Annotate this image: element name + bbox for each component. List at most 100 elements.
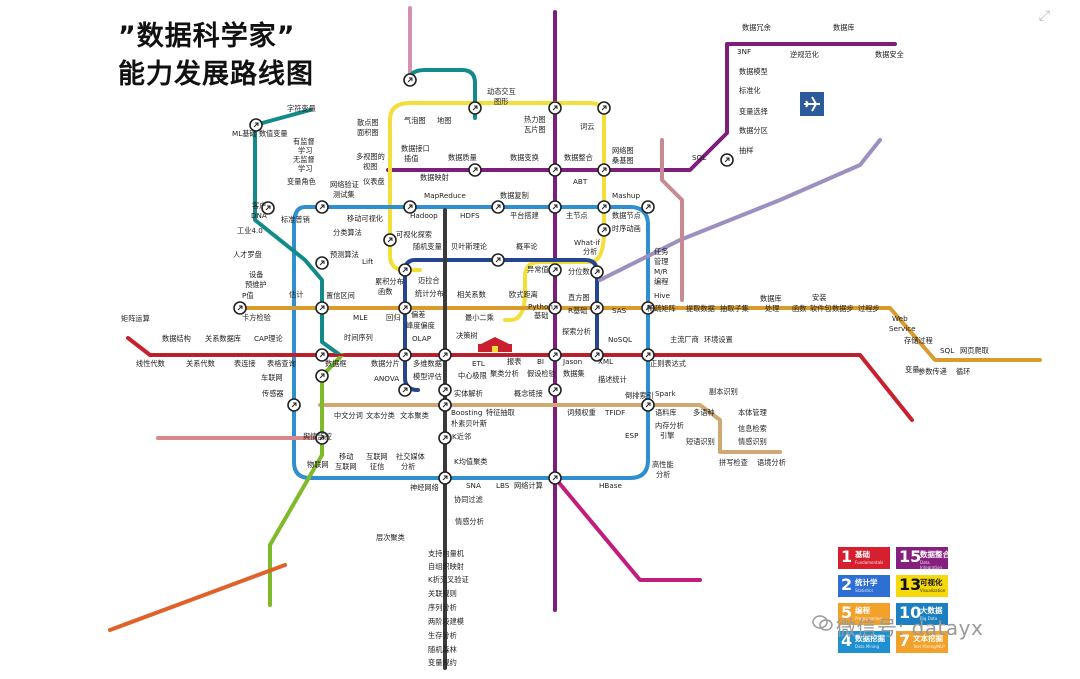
station-label: 散点图 (357, 118, 379, 127)
station-label: 分析 (656, 470, 670, 479)
station-label: 协同过滤 (454, 495, 483, 504)
station-label: 车联网 (261, 373, 283, 382)
interchange-arrow-icon (237, 305, 243, 311)
legend-number: 4 (841, 631, 853, 650)
station-label: 副本识别 (709, 387, 738, 396)
interchange-arrow-icon (442, 387, 448, 393)
station-label: 短语识别 (686, 437, 715, 446)
legend-label: 编程 (855, 606, 870, 615)
station-label: HBase (599, 481, 622, 490)
interchange-arrow-icon (291, 402, 297, 408)
station-label: 语境分析 (757, 458, 786, 467)
legend-number: 7 (899, 631, 911, 650)
station-label: 数据变换 (510, 153, 539, 162)
legend-sublabel: Statistics (855, 588, 874, 593)
station-label: 数据框 (325, 359, 347, 368)
station-label: 描述统计 (598, 375, 627, 384)
station-label: 过程步 (858, 304, 880, 313)
line-data-mining (292, 205, 650, 480)
station-label: 报表 (507, 357, 521, 366)
station-label: NoSQL (608, 335, 632, 344)
station-label: 朴素贝叶斯 (451, 419, 487, 428)
station-label: CAP理论 (254, 334, 283, 343)
legend-label: 文本挖掘 (913, 634, 943, 643)
station-label: 内存分析 (655, 421, 684, 430)
station-label: 文本分类 (366, 411, 395, 420)
station-label: 分析 (401, 462, 415, 471)
station-label: 表连接 (234, 359, 256, 368)
station-label: 安装 (812, 293, 826, 302)
interchange-arrow-icon (645, 402, 651, 408)
station-label: 变量规约 (428, 658, 457, 667)
station-label: 函数 (378, 287, 392, 296)
station-label: 数据冗余 (742, 23, 772, 32)
station-label: 两阶段建模 (428, 617, 464, 626)
station-label: 异常值 (527, 265, 549, 274)
legend-number: 13 (899, 575, 922, 594)
station-label: 软件包 (810, 304, 832, 313)
interchange-arrow-icon (552, 267, 558, 273)
legend-label: 数据整合 (920, 550, 950, 559)
station-label: XML (598, 357, 613, 366)
legend-sublabel: Text Mining/NLP (913, 644, 945, 649)
legend-sublabel: Data Integration (920, 560, 943, 570)
station-label: 网页爬取 (960, 346, 989, 355)
station-label: 标准化 (739, 86, 761, 95)
station-label: Lift (362, 257, 373, 266)
station-label: K折交叉验证 (428, 575, 469, 584)
station-label: 生存分析 (428, 631, 457, 640)
station-label: 字符变量 (287, 104, 316, 113)
line-rose (660, 138, 684, 302)
station-label: M/R (654, 267, 668, 276)
interchange-arrow-icon (319, 352, 325, 358)
station-label: 模型评估 (413, 372, 442, 381)
station-label: ML基础 数值变量 (232, 129, 288, 138)
station-label: 矩阵运算 (121, 314, 150, 323)
station-label: DNA (251, 211, 267, 220)
station-label: 词云 (580, 122, 594, 131)
station-label: Service (889, 324, 916, 333)
interchange-arrow-icon (552, 352, 558, 358)
station-label: SQL (692, 153, 706, 162)
station-label: SQL (940, 346, 954, 355)
station-label: 数据映射 (420, 173, 449, 182)
station-label: 概念链接 (514, 389, 543, 398)
station-label: 变量选择 (739, 107, 768, 116)
interchange-arrow-icon (552, 475, 558, 481)
interchange-arrow-icon (594, 305, 600, 311)
station-label: 欧式距离 (509, 290, 538, 299)
station-label: P值 (242, 291, 254, 300)
station-label: 概率论 (516, 242, 538, 251)
legend-number: 15 (899, 547, 922, 566)
station-label: 地图 (437, 116, 451, 125)
station-label: 数据安全 (875, 50, 905, 59)
station-label: 直方图 (568, 293, 590, 302)
station-label: ETL (472, 359, 485, 368)
station-label: 分类算法 (333, 228, 362, 237)
station-label: 物联网 (307, 460, 329, 469)
station-label: 数据步 (832, 304, 854, 313)
station-label: 数据接口 (401, 144, 430, 153)
station-label: 序列分析 (428, 603, 457, 612)
wechat-icon (812, 615, 833, 631)
station-label: BI (537, 357, 544, 366)
line-teal-top (408, 68, 477, 120)
expand-icon[interactable]: ⤢ (1038, 8, 1050, 24)
station-label: MapReduce (424, 191, 466, 200)
interchange-arrow-icon (645, 305, 651, 311)
line-green (268, 353, 344, 607)
station-label: 分析 (583, 247, 597, 256)
station-label: Web (892, 314, 908, 323)
station-label: 抽样 (739, 146, 753, 155)
legend-label: 基础 (855, 550, 870, 559)
station-label: 词频权重 (567, 408, 596, 417)
station-label: 环境设置 (704, 335, 733, 344)
station-label: K近邻 (452, 432, 471, 441)
station-label: 置信区间 (326, 291, 355, 300)
line-programming (238, 306, 1042, 362)
station-label: ABT (573, 177, 588, 186)
station-label: 网络图 (612, 146, 634, 155)
interchange-arrow-icon (601, 227, 607, 233)
